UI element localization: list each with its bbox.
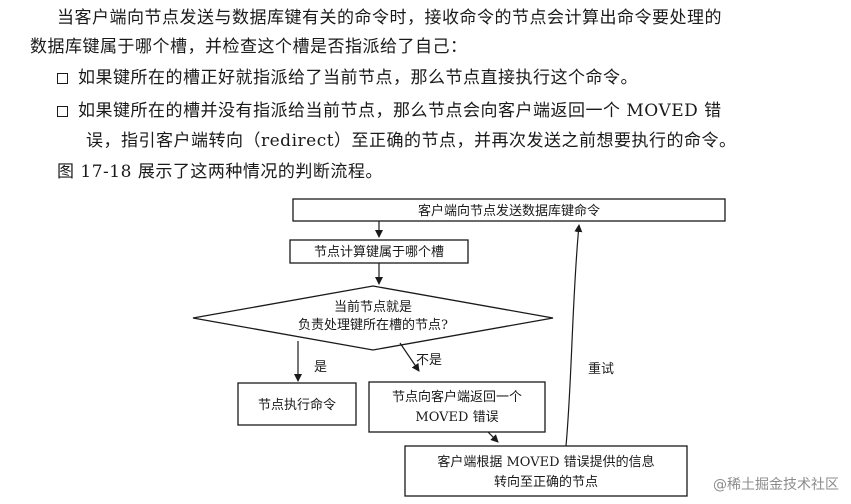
- return-moved-box: [368, 381, 546, 433]
- redirect-text-line2: 转向至正确的节点: [494, 474, 598, 490]
- execute-text: 节点执行命令: [258, 397, 336, 413]
- checkbox-bullet-icon: [57, 73, 68, 84]
- paragraph-line: 数据库键属于哪个槽，并检查这个槽是否指派给了自己：: [30, 37, 468, 57]
- bullet-continuation: 误，指引客户端转向（redirect）至正确的节点，并再次发送之前想要执行的命令…: [86, 131, 737, 151]
- watermark: @稀土掘金技术社区: [713, 477, 839, 493]
- compute-slot-text: 节点计算键属于哪个槽: [314, 245, 444, 260]
- execute-box: [237, 382, 357, 426]
- bullet-item: 如果键所在的槽正好就指派给了当前节点，那么节点直接执行这个命令。: [57, 64, 638, 92]
- decision-text-line2: 负责处理键所在槽的节点?: [298, 317, 448, 333]
- bullet-item: 如果键所在的槽并没有指派给当前节点，那么节点会向客户端返回一个 MOVED 错: [57, 97, 722, 125]
- decision-diamond: [192, 285, 554, 351]
- yes-label: 是: [314, 360, 327, 375]
- decision-text-line1: 当前节点就是: [334, 299, 412, 315]
- send-command-box: [292, 198, 726, 222]
- arrow-no: [399, 342, 420, 372]
- redirect-box: [404, 445, 688, 497]
- retry-label: 重试: [588, 361, 614, 377]
- return-moved-text-line1: 节点向客户端返回一个: [392, 389, 522, 405]
- send-command-text: 客户端向节点发送数据库键命令: [418, 203, 600, 219]
- checkbox-bullet-icon: [57, 106, 68, 117]
- bullet-text: 如果键所在的槽正好就指派给了当前节点，那么节点直接执行这个命令。: [78, 68, 638, 88]
- no-label: 不是: [416, 353, 442, 368]
- retry-arrow: [565, 224, 583, 447]
- bullet-text: 如果键所在的槽并没有指派给当前节点，那么节点会向客户端返回一个 MOVED 错: [78, 101, 722, 121]
- return-moved-text-line2: MOVED 错误: [415, 410, 498, 425]
- paragraph-line: 当客户端向节点发送与数据库键有关的命令时，接收命令的节点会计算出命令要处理的: [57, 8, 722, 28]
- paragraph-line: 图 17-18 展示了这两种情况的判断流程。: [57, 162, 383, 182]
- redirect-text-line1: 客户端根据 MOVED 错误提供的信息: [437, 454, 654, 470]
- arrow-moved-to-redirect: [487, 431, 499, 443]
